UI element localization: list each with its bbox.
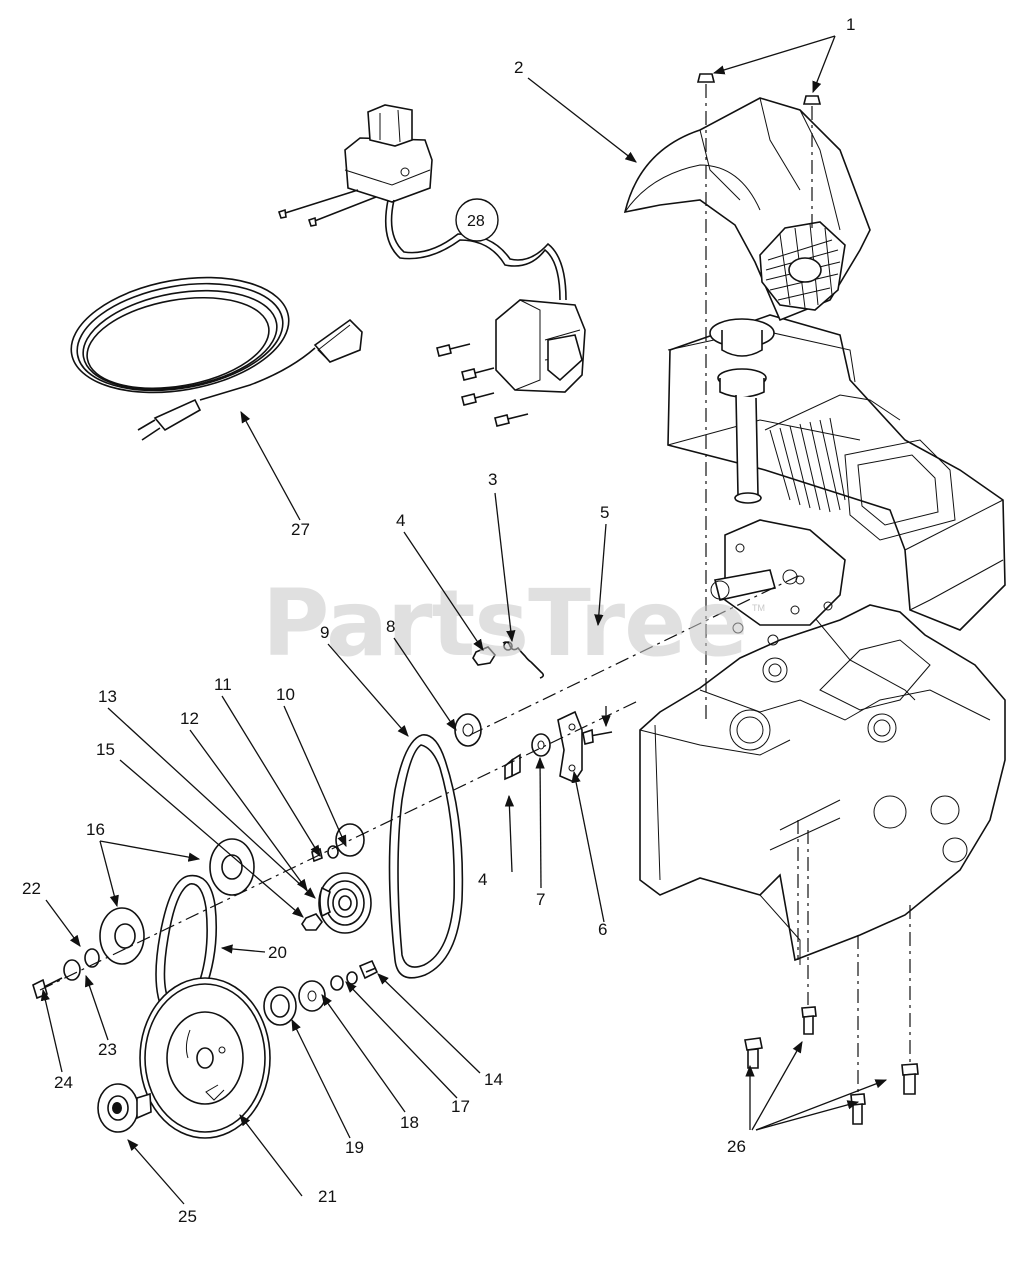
leader-line — [755, 1079, 888, 1131]
engine-shroud — [623, 97, 871, 322]
leader-lines — [40, 35, 888, 1205]
watermark-tm: TM — [752, 603, 765, 613]
callout-5: 5 — [600, 503, 609, 522]
centerlines — [705, 84, 813, 720]
callout-22: 22 — [22, 879, 41, 898]
drive-belt — [388, 734, 464, 979]
shroud-bolts — [696, 73, 822, 105]
callout-labels: 1 2 3 4 5 6 7 8 9 10 11 12 13 14 15 16 1… — [22, 15, 855, 1226]
leader-line — [119, 759, 304, 918]
leader-line — [221, 695, 321, 857]
callout-12: 12 — [180, 709, 199, 728]
callout-27: 27 — [291, 520, 310, 539]
leader-line — [99, 840, 119, 908]
leader-line — [189, 729, 308, 891]
callout-18: 18 — [400, 1113, 419, 1132]
leader-line — [812, 35, 836, 94]
callout-14: 14 — [484, 1070, 503, 1089]
callout-16: 16 — [86, 820, 105, 839]
callout-20: 20 — [268, 943, 287, 962]
leader-line — [84, 974, 109, 1041]
watermark-text: PartsTree — [262, 570, 747, 677]
callout-7: 7 — [536, 890, 545, 909]
leader-line — [321, 994, 406, 1113]
leader-line — [571, 770, 605, 923]
callout-8: 8 — [386, 617, 395, 636]
power-cord — [70, 276, 363, 441]
callout-24: 24 — [54, 1073, 73, 1092]
leader-line — [755, 1100, 860, 1131]
leader-line — [527, 77, 637, 163]
leader-line — [712, 35, 836, 75]
engine-frame-assembly — [639, 314, 1006, 965]
leader-line — [239, 1114, 303, 1197]
leader-line — [345, 981, 458, 1099]
callout-23: 23 — [98, 1040, 117, 1059]
callout-28: 28 — [467, 213, 485, 230]
callout-1: 1 — [846, 15, 855, 34]
leader-line — [327, 643, 409, 737]
leader-line — [403, 531, 484, 651]
callout-4-upper: 4 — [396, 511, 405, 530]
callout-26: 26 — [727, 1137, 746, 1156]
callout-4-lower: 4 — [478, 870, 487, 889]
leader-line — [377, 973, 481, 1074]
leader-line — [283, 705, 347, 848]
leader-line — [504, 794, 515, 873]
leader-line — [127, 1139, 185, 1205]
callout-10: 10 — [276, 685, 295, 704]
leader-line — [45, 899, 81, 947]
callout-3: 3 — [488, 470, 497, 489]
callout-19: 19 — [345, 1138, 364, 1157]
watermark: PartsTree TM — [262, 570, 765, 677]
leader-line — [40, 988, 63, 1073]
kit-callout-28 — [455, 198, 499, 242]
callout-17: 17 — [451, 1097, 470, 1116]
callout-11: 11 — [214, 675, 232, 694]
leader-line — [393, 637, 457, 731]
callout-21: 21 — [318, 1187, 337, 1206]
leader-line — [99, 840, 201, 862]
callout-2: 2 — [514, 58, 523, 77]
callout-15: 15 — [96, 740, 115, 759]
electric-starter-kit — [277, 104, 586, 427]
leader-line — [535, 756, 545, 889]
pulley-stack — [32, 699, 641, 1139]
callout-6: 6 — [598, 920, 607, 939]
leader-line — [494, 492, 516, 643]
leader-line — [107, 707, 316, 899]
leader-line — [220, 944, 266, 954]
leader-line — [594, 523, 607, 627]
leader-line — [291, 1018, 351, 1139]
callout-13: 13 — [98, 687, 117, 706]
callout-9: 9 — [320, 623, 329, 642]
leader-line — [751, 1040, 803, 1131]
leader-line — [240, 410, 301, 521]
callout-25: 25 — [178, 1207, 197, 1226]
